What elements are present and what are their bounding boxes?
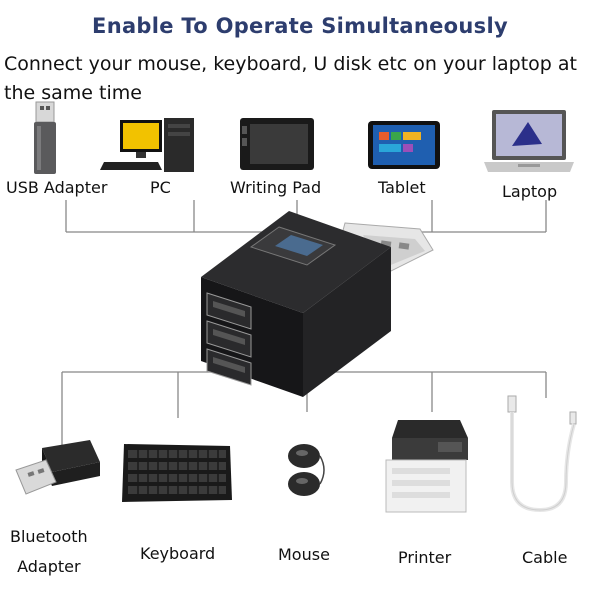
- usb-hub-icon: [201, 211, 434, 397]
- device-label-usb-adapter: USB Adapter: [6, 178, 108, 197]
- device-label-laptop: Laptop: [502, 182, 558, 201]
- device-label-mouse: Mouse: [278, 545, 330, 564]
- device-label-printer: Printer: [398, 548, 452, 567]
- cable-icon: [507, 395, 577, 513]
- bluetooth-adapter-icon: [15, 440, 100, 495]
- device-label-cable: Cable: [522, 548, 568, 567]
- usb-adapter-icon: [34, 101, 56, 174]
- page-title: Enable To Operate Simultaneously: [92, 14, 508, 38]
- printer-icon: [385, 420, 468, 513]
- device-label-writing-pad: Writing Pad: [230, 178, 322, 197]
- page-subtitle: Connect your mouse, keyboard, U disk etc…: [4, 53, 577, 104]
- writing-pad-icon: [240, 118, 314, 170]
- device-label-bluetooth-line1: Bluetooth: [10, 527, 88, 546]
- device-label-pc: PC: [150, 178, 171, 197]
- laptop-icon: [484, 110, 574, 172]
- keyboard-icon: [122, 444, 232, 502]
- device-label-bluetooth-adapter: Bluetooth Adapter: [10, 522, 88, 582]
- pc-icon: [100, 118, 194, 172]
- device-label-bluetooth-line2: Adapter: [17, 557, 81, 576]
- tablet-icon: [368, 121, 440, 169]
- device-label-keyboard: Keyboard: [140, 544, 216, 563]
- mouse-icon: [288, 444, 325, 496]
- device-label-tablet: Tablet: [378, 178, 426, 197]
